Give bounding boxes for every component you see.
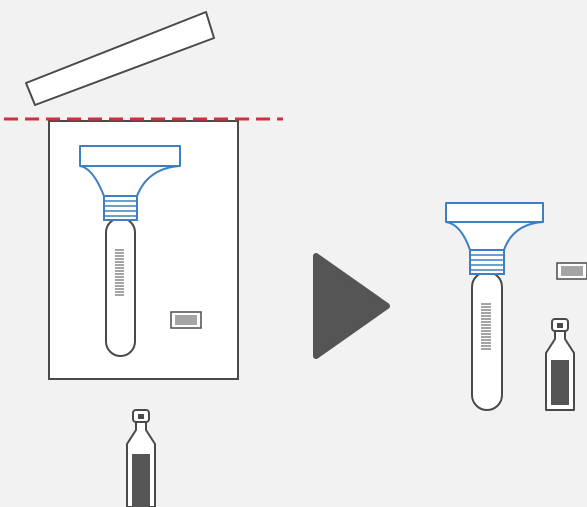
ampoule-vial-icon-removed — [546, 319, 574, 410]
play-triangle-icon — [316, 256, 387, 356]
ampoule-liquid — [132, 454, 150, 507]
barcode-label-icon — [171, 312, 201, 328]
barcode-label-icon-removed — [557, 263, 587, 279]
torn-strip — [26, 12, 214, 105]
ampoule-liquid — [551, 360, 569, 405]
ampoule-vial-icon — [127, 410, 155, 507]
swab-tube-icon-removed — [446, 203, 543, 410]
